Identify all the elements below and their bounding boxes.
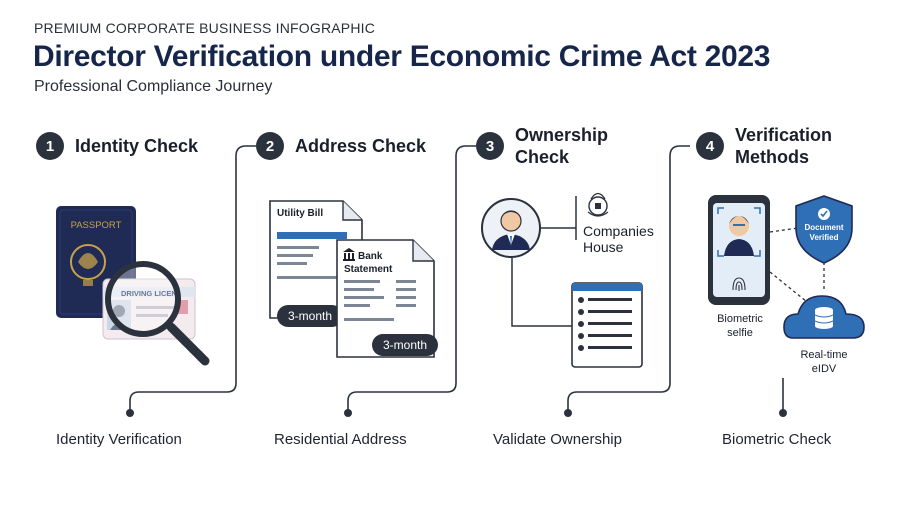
step-2-title: Address Check (295, 136, 427, 156)
eidv-label: Real-time (800, 349, 847, 361)
svg-text:3-month: 3-month (288, 309, 332, 323)
badge-3-month-right: 3-month (372, 334, 438, 356)
ownership-links (511, 196, 577, 327)
step-1-caption: Identity Verification (56, 431, 182, 448)
step-1-title: Identity Check (75, 136, 199, 156)
svg-text:Utility Bill: Utility Bill (277, 208, 323, 219)
licence-label: DRIVING LICEN (121, 289, 177, 298)
verification-links (769, 227, 825, 307)
svg-text:Document: Document (804, 223, 843, 232)
eyebrow-text: PREMIUM CORPORATE BUSINESS INFOGRAPHIC (34, 20, 376, 36)
companies-house-label-2: House (583, 239, 624, 255)
eidv-label-2: eIDV (812, 363, 837, 375)
companies-house-label: Companies (583, 223, 654, 239)
cloud-database-icon (783, 295, 865, 339)
register-list-icon (571, 282, 643, 368)
svg-text:Bank: Bank (358, 251, 383, 262)
companies-house-crest-icon (587, 192, 609, 217)
fingerprint-icon (732, 277, 746, 291)
biometric-selfie-label: Biometric (717, 313, 763, 325)
bank-statement-icon: Bank Statement (336, 239, 435, 358)
passport-label: PASSPORT (71, 220, 122, 231)
step-2-header: 2 Address Check (256, 132, 426, 160)
svg-text:Verified: Verified (810, 233, 839, 242)
page-title: Director Verification under Economic Cri… (33, 40, 771, 73)
document-verified-shield-icon: Document Verified (795, 195, 853, 264)
bank-icon (343, 248, 355, 261)
step-4-caption: Biometric Check (722, 431, 832, 448)
svg-text:3-month: 3-month (383, 338, 427, 352)
step-2-caption: Residential Address (274, 431, 407, 448)
svg-text:Statement: Statement (344, 264, 393, 275)
step-3-number: 3 (476, 132, 504, 160)
page-subtitle: Professional Compliance Journey (34, 78, 273, 95)
step-4-number: 4 (696, 132, 724, 160)
biometric-selfie-label-2: selfie (727, 327, 753, 339)
magnifier-icon (105, 261, 210, 366)
step-2-number: 2 (256, 132, 284, 160)
step-1-header: 1 Identity Check (36, 132, 198, 160)
step-1-number: 1 (36, 132, 64, 160)
step-3-caption: Validate Ownership (493, 431, 622, 448)
director-avatar-icon (481, 198, 541, 258)
smartphone-icon (708, 195, 770, 305)
badge-3-month-left: 3-month (277, 305, 343, 327)
